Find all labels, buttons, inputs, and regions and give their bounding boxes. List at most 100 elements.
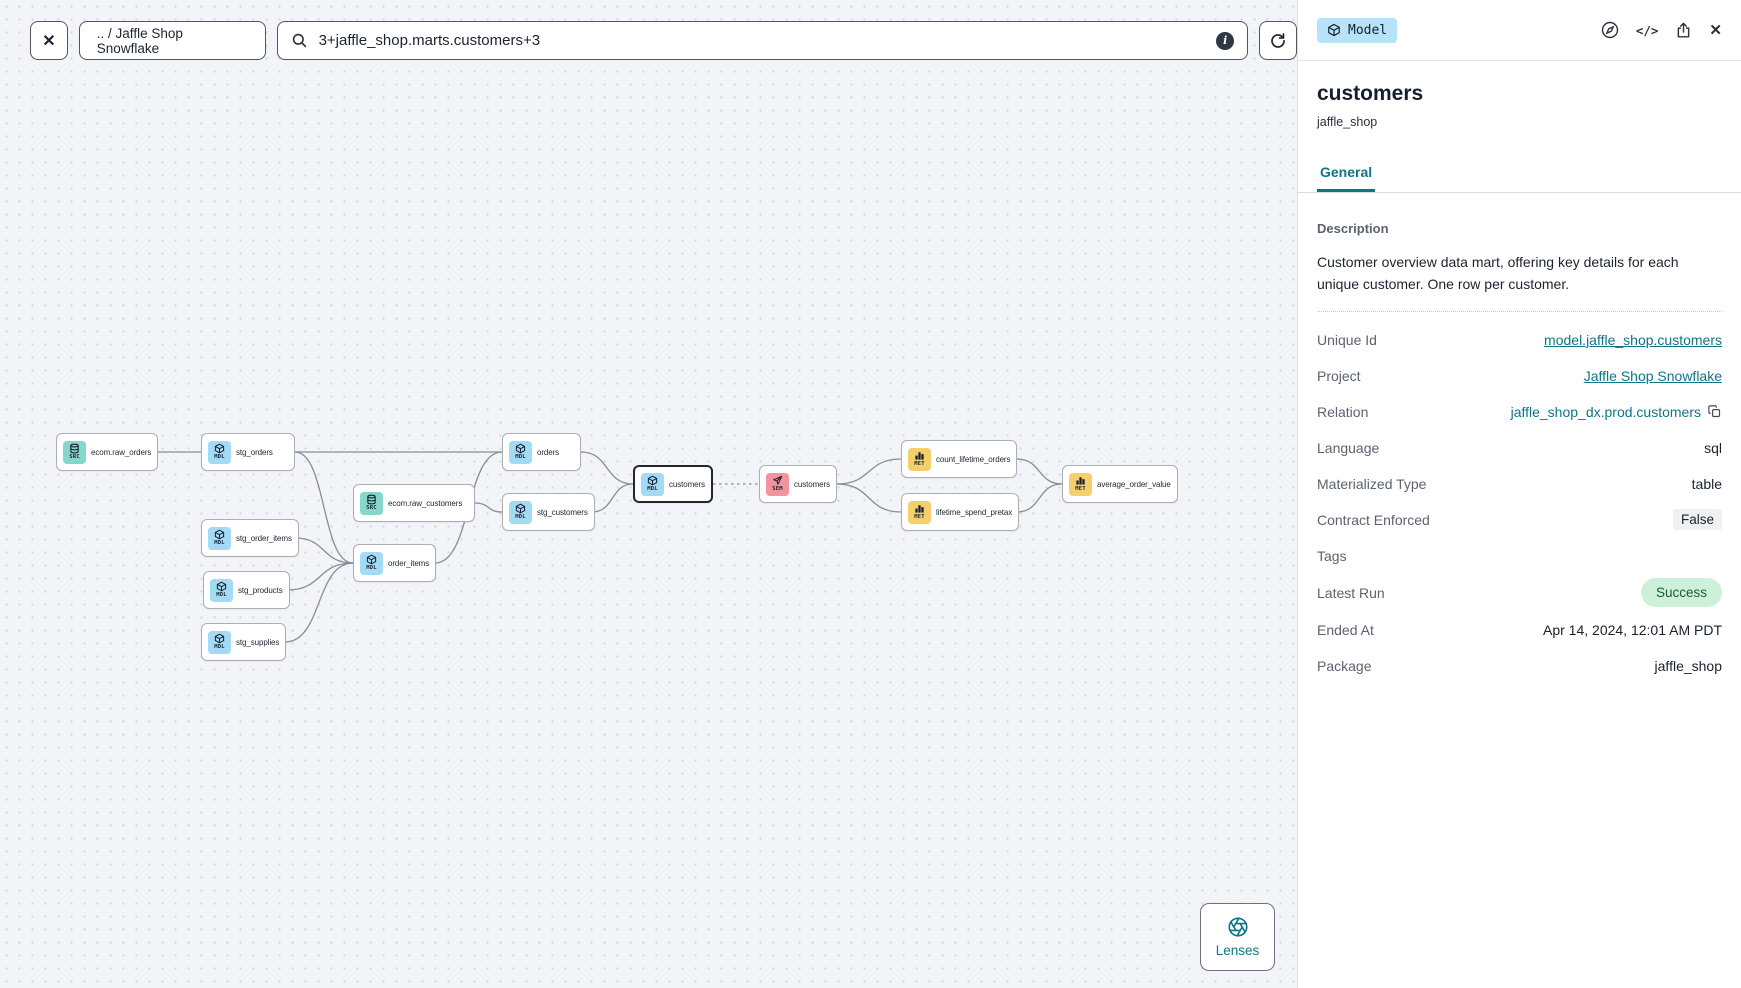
field-row-latest-run: Latest Run Success xyxy=(1317,578,1722,608)
node-label: customers xyxy=(794,479,830,489)
description-text: Customer overview data mart, offering ke… xyxy=(1317,254,1679,293)
page-title: customers xyxy=(1317,82,1424,105)
tab-general[interactable]: General xyxy=(1317,158,1376,192)
resource-type-badge: Model xyxy=(1317,17,1398,43)
lenses-aperture-icon xyxy=(1227,916,1249,938)
metric-icon: MET xyxy=(1069,472,1092,496)
field-value-relation: jaffle_shop_dx.prod.customers xyxy=(1511,404,1722,420)
field-value: jaffle_shop xyxy=(1654,657,1722,674)
model-cube-icon xyxy=(1327,23,1341,37)
close-icon: ✕ xyxy=(42,32,56,50)
dag-node-raw_customers[interactable]: SRC ecom.raw_customers xyxy=(353,484,475,522)
contract-badge: False xyxy=(1672,509,1722,531)
dag-node-count_lifetime_orders[interactable]: MET count_lifetime_orders xyxy=(901,440,1018,478)
model-icon: MDL xyxy=(208,526,231,550)
node-label: order_items xyxy=(388,558,430,568)
section-divider xyxy=(1317,311,1722,313)
close-lineage-button[interactable]: ✕ xyxy=(30,21,68,60)
field-label: Language xyxy=(1317,439,1380,456)
edge-raw_customers-to-stg_customers xyxy=(474,502,503,513)
field-row-tags: Tags xyxy=(1317,542,1722,569)
field-label: Package xyxy=(1317,657,1372,674)
field-label: Materialized Type xyxy=(1317,475,1427,492)
edge-customers_sem-to-count_lifetime_orders xyxy=(836,458,902,485)
node-label: stg_customers xyxy=(537,507,588,517)
model-icon: MDL xyxy=(208,440,231,464)
field-row-project: Project Jaffle Shop Snowflake xyxy=(1317,362,1722,389)
breadcrumb[interactable]: .. / Jaffle Shop Snowflake xyxy=(78,21,266,60)
dag-node-stg_order_items[interactable]: MDL stg_order_items xyxy=(201,519,299,557)
edge-count_lifetime_orders-to-average_order_value xyxy=(1016,458,1063,485)
field-value: Apr 14, 2024, 12:01 AM PDT xyxy=(1543,621,1722,638)
edge-lifetime_spend_pretax-to-average_order_value xyxy=(1016,483,1063,513)
view-code-icon[interactable]: </> xyxy=(1635,22,1659,38)
close-panel-icon[interactable]: ✕ xyxy=(1709,22,1722,39)
edge-stg_products-to-order_items xyxy=(286,562,354,591)
model-icon: MDL xyxy=(509,500,532,524)
lenses-label: Lenses xyxy=(1215,943,1260,958)
node-label: stg_products xyxy=(238,585,283,595)
relation-text: jaffle_shop_dx.prod.customers xyxy=(1510,403,1701,420)
metric-icon: MET xyxy=(908,447,931,471)
node-label: average_order_value xyxy=(1097,479,1171,489)
model-icon: MDL xyxy=(360,551,383,575)
edge-stg_customers-to-customers xyxy=(591,483,634,513)
lineage-edges xyxy=(155,451,1063,643)
field-row-materialized-type: Materialized Type table xyxy=(1317,470,1722,497)
node-label: customers xyxy=(669,479,705,489)
field-value-link[interactable]: Jaffle Shop Snowflake xyxy=(1583,367,1722,384)
dag-node-customers_sem[interactable]: SEM customers xyxy=(759,465,837,503)
search-input[interactable] xyxy=(316,31,1208,50)
package-subtitle: jaffle_shop xyxy=(1317,115,1378,129)
status-badge: Success xyxy=(1640,578,1722,608)
details-panel: Model </> ✕ customers jaffle_shop Genera… xyxy=(1297,0,1741,988)
field-label: Relation xyxy=(1317,403,1369,420)
lineage-search[interactable]: i xyxy=(276,21,1249,60)
field-label: Project xyxy=(1317,367,1361,384)
node-label: orders xyxy=(537,447,560,457)
dag-node-order_items[interactable]: MDL order_items xyxy=(353,544,437,582)
field-label: Tags xyxy=(1317,547,1347,564)
info-icon[interactable]: i xyxy=(1216,31,1235,50)
copy-icon[interactable] xyxy=(1707,404,1722,419)
edge-stg_orders-to-order_items xyxy=(294,451,354,564)
explore-compass-icon[interactable] xyxy=(1600,20,1620,40)
dag-node-stg_customers[interactable]: MDL stg_customers xyxy=(502,493,595,531)
edge-stg_supplies-to-order_items xyxy=(284,562,354,643)
node-label: count_lifetime_orders xyxy=(936,454,1011,464)
lenses-button[interactable]: Lenses xyxy=(1200,903,1275,971)
node-label: stg_supplies xyxy=(236,637,280,647)
lineage-toolbar: ✕ .. / Jaffle Shop Snowflake i xyxy=(30,21,1298,60)
edge-customers_sem-to-lifetime_spend_pretax xyxy=(836,483,902,513)
source-icon: SRC xyxy=(63,440,86,464)
semantic-model-icon: SEM xyxy=(766,472,789,496)
panel-header: Model </> ✕ xyxy=(1298,0,1741,61)
field-value: table xyxy=(1691,475,1722,492)
search-icon xyxy=(291,32,308,49)
description-heading: Description xyxy=(1317,221,1389,236)
dag-node-average_order_value[interactable]: MET average_order_value xyxy=(1062,465,1178,503)
share-icon[interactable] xyxy=(1674,21,1693,40)
field-label: Latest Run xyxy=(1317,584,1385,601)
refresh-button[interactable] xyxy=(1259,21,1298,60)
source-icon: SRC xyxy=(360,491,383,515)
node-label: stg_order_items xyxy=(236,533,292,543)
field-value-link[interactable]: model.jaffle_shop.customers xyxy=(1544,331,1722,348)
node-label: ecom.raw_customers xyxy=(388,498,463,508)
edge-stg_order_items-to-order_items xyxy=(294,537,354,564)
node-label: lifetime_spend_pretax xyxy=(936,507,1013,517)
field-row-relation: Relation jaffle_shop_dx.prod.customers xyxy=(1317,398,1722,425)
panel-actions: </> ✕ xyxy=(1600,20,1722,40)
